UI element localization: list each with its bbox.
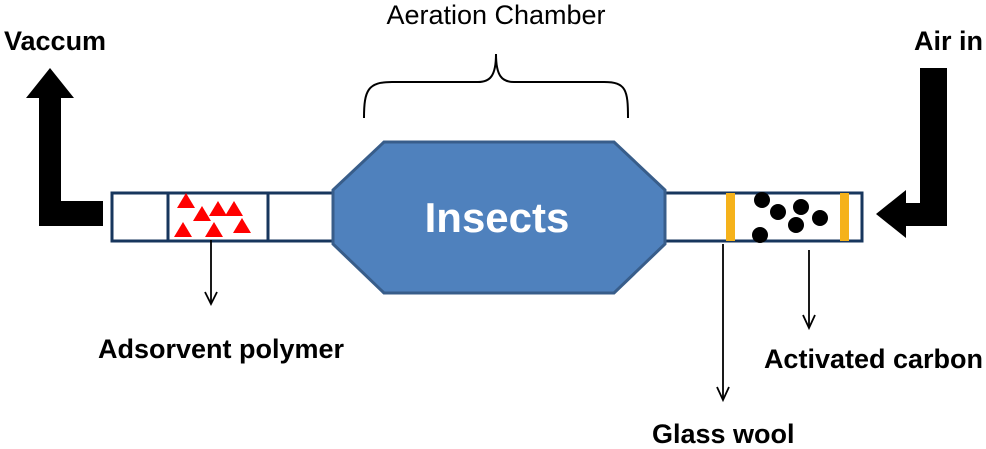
adsorbent-polymer-particles (174, 193, 251, 237)
chamber-brace (363, 53, 629, 119)
polymer-triangle (174, 222, 192, 237)
polymer-triangle (209, 201, 227, 216)
activated-carbon-label: Activated carbon (764, 344, 983, 374)
vacuum-label: Vaccum (4, 26, 106, 56)
polymer-triangle (193, 206, 211, 221)
insects-chamber (331, 140, 667, 295)
glass-wool-pointer (716, 244, 730, 403)
glass-wool-plug-right (840, 193, 849, 241)
aeration-chamber-label: Aeration Chamber (386, 0, 605, 30)
left-tube (110, 191, 354, 243)
activated-carbon-pointer (802, 250, 816, 331)
carbon-dot (793, 199, 809, 215)
activated-carbon-particles (752, 192, 828, 243)
thick-up-arrow-icon (26, 68, 103, 226)
thick-left-arrow-icon (876, 68, 947, 238)
polymer-triangle (205, 222, 223, 237)
polymer-triangle (177, 193, 195, 208)
carbon-dot (770, 204, 786, 220)
glass-wool-label: Glass wool (652, 419, 795, 449)
carbon-dot (752, 227, 768, 243)
carbon-dot (754, 192, 770, 208)
carbon-dot (812, 210, 828, 226)
adsorbent-polymer-label: Adsorvent polymer (98, 334, 345, 364)
polymer-triangle (233, 218, 251, 233)
adsorbent-polymer-pointer (204, 240, 218, 307)
polymer-triangle (225, 201, 243, 216)
glass-wool-plug-left (726, 193, 735, 241)
insects-label: Insects (425, 194, 570, 241)
air-in-label: Air in (914, 26, 983, 56)
carbon-dot (788, 217, 804, 233)
